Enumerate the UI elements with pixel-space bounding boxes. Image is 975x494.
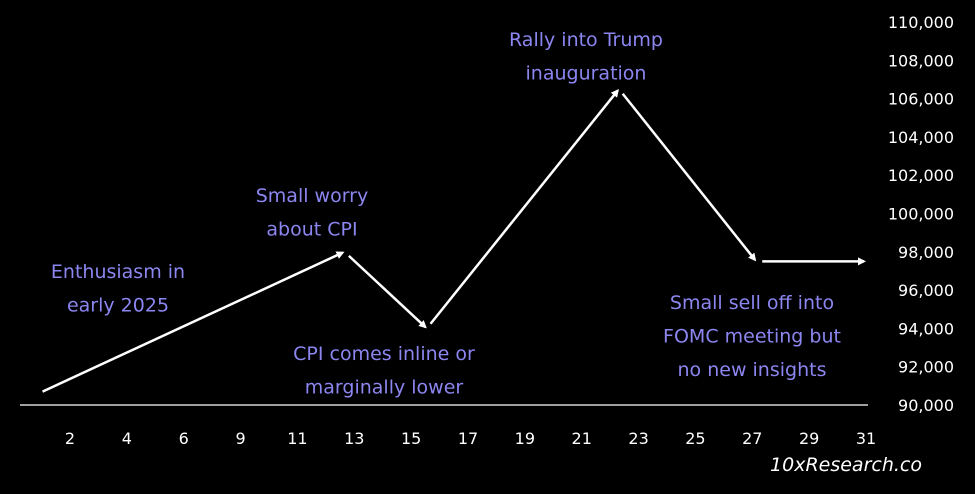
series	[42, 89, 866, 393]
series-arrow-segment	[42, 251, 345, 393]
annotation-line: early 2025	[67, 295, 169, 317]
x-tick-label: 27	[742, 429, 762, 448]
x-tick-label: 4	[122, 429, 132, 448]
annotations: Enthusiasm in early 2025 Small worry about …	[51, 29, 841, 399]
x-tick-label: 9	[235, 429, 245, 448]
y-tick-label: 110,000	[888, 13, 954, 32]
annotation-line: Small worry	[256, 185, 369, 207]
x-tick-label: 15	[401, 429, 421, 448]
annotation-line: no new insights	[678, 359, 827, 381]
annotation-line: about CPI	[266, 219, 357, 241]
watermark: 10xResearch.co	[770, 454, 922, 476]
x-tick-label: 23	[628, 429, 648, 448]
series-arrow-segment	[348, 254, 427, 329]
x-tick-label: 6	[179, 429, 189, 448]
annotation-line: Small sell off into	[670, 292, 834, 314]
x-tick-label: 17	[458, 429, 478, 448]
series-arrow-segment	[621, 92, 757, 262]
x-tick-label: 25	[685, 429, 705, 448]
y-tick-label: 94,000	[898, 319, 954, 338]
annotation-line: Enthusiasm in	[51, 261, 185, 283]
annotation-line: CPI comes inline or	[293, 343, 475, 365]
x-tick-label: 31	[856, 429, 876, 448]
y-tick-label: 106,000	[888, 90, 954, 109]
series-arrow-segment	[429, 89, 619, 325]
x-tick-label: 13	[344, 429, 364, 448]
annotation-line: inauguration	[526, 63, 647, 85]
y-tick-label: 104,000	[888, 128, 954, 147]
x-tick-label: 21	[572, 429, 592, 448]
annotation-4: Rally into Trump inauguration	[509, 29, 663, 85]
y-tick-label: 100,000	[888, 205, 954, 224]
x-tick-label: 29	[799, 429, 819, 448]
x-tick-label: 11	[287, 429, 307, 448]
y-tick-label: 102,000	[888, 166, 954, 185]
y-tick-label: 98,000	[898, 243, 954, 262]
annotation-2: Small worry about CPI	[256, 185, 369, 241]
annotation-line: Rally into Trump	[509, 29, 663, 51]
x-tick-label: 2	[65, 429, 75, 448]
y-tick-label: 96,000	[898, 281, 954, 300]
x-tick-label: 19	[515, 429, 535, 448]
y-tick-label: 90,000	[898, 396, 954, 415]
annotation-3: CPI comes inline or marginally lower	[293, 343, 475, 399]
annotation-line: marginally lower	[305, 377, 464, 399]
axes: 2 4 6 9 11 13 15 17 19 21 23 25 27 29 31 90,000 92,000 94…	[20, 13, 954, 448]
y-tick-label: 92,000	[898, 358, 954, 377]
annotation-line: FOMC meeting but	[663, 326, 841, 348]
annotation-1: Enthusiasm in early 2025	[51, 261, 185, 317]
y-tick-label: 108,000	[888, 51, 954, 70]
